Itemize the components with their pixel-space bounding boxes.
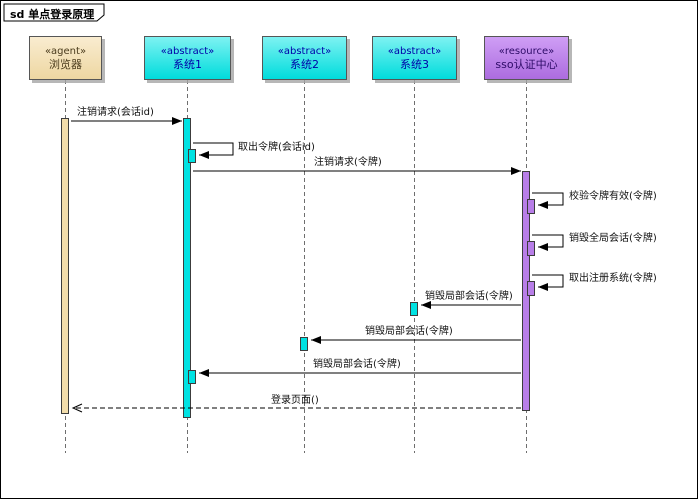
message-arrow-2-get-token-self [193,142,234,159]
message-label-4: 校验令牌有效(令牌) [569,191,657,202]
stereotype-label: «agent» [44,45,87,57]
lifeline-head-system1: «abstract» 系统1 [144,36,231,80]
message-label-1: 注销请求(会话id) [77,107,154,118]
lifeline-name-label: 系统1 [173,57,202,71]
frame-title: sd 单点登录原理 [10,8,95,21]
activation-system2-nested [300,337,308,351]
stereotype-label: «resource» [498,45,555,57]
message-label-8: 销毁局部会话(令牌) [365,326,453,337]
message-arrow-6-get-systems [532,274,564,291]
activation-sso-nested-2 [527,241,535,256]
lifeline-name-label: 浏览器 [49,57,82,71]
lifeline-name-label: 系统3 [400,57,429,71]
activation-system1-nested-1 [188,149,196,163]
lifeline-head-system2: «abstract» 系统2 [262,36,347,80]
lifeline-head-system3: «abstract» 系统3 [372,36,457,80]
stereotype-label: «abstract» [277,45,332,57]
message-arrow-5-destroy-global [532,234,564,251]
lifeline-name-label: 系统2 [290,57,319,71]
lifeline-name-label: sso认证中心 [495,57,558,71]
stereotype-label: «abstract» [387,45,442,57]
lifeline-head-browser: «agent» 浏览器 [29,36,102,80]
activation-system1-nested-2 [188,370,196,384]
message-label-2: 取出令牌(会话id) [238,142,315,153]
lifeline-head-sso: «resource» sso认证中心 [484,36,569,80]
activation-system3-nested [410,302,418,316]
message-label-3: 注销请求(令牌) [314,157,382,168]
message-label-10: 登录页面() [271,395,319,406]
message-arrow-4-verify-self [532,192,564,209]
message-label-9: 销毁局部会话(令牌) [313,359,401,370]
activation-sso-nested-3 [527,281,535,296]
message-label-7: 销毁局部会话(令牌) [425,291,513,302]
activation-sso-nested-1 [527,199,535,214]
message-label-6: 取出注册系统(令牌) [569,273,657,284]
activation-browser [61,118,69,414]
message-label-5: 销毁全局会话(令牌) [569,233,657,244]
stereotype-label: «abstract» [160,45,215,57]
